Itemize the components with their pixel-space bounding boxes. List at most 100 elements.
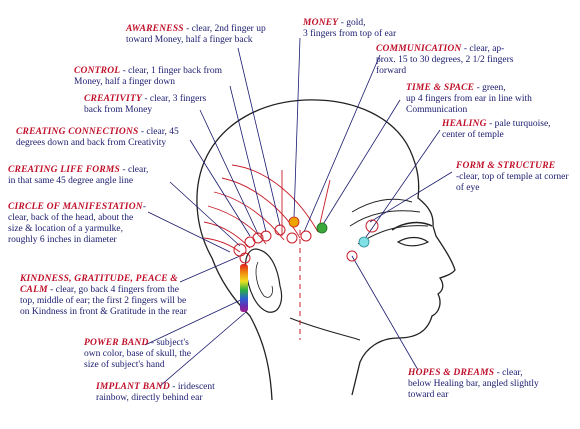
point-hopes-dreams — [346, 250, 358, 262]
ear-outline — [245, 248, 283, 313]
label-circle-manifestation-desc1: - — [142, 202, 147, 212]
label-awareness-name: AWARENESS — [126, 24, 184, 34]
leader-creating-connections — [189, 139, 251, 237]
time-space-dot — [316, 222, 328, 234]
point-awareness — [274, 224, 286, 236]
label-creativity: CREATIVITY - clear, 3 fingers back from … — [84, 94, 206, 116]
label-kindness-name: KINDNESS, GRATITUDE, PEACE & — [20, 274, 178, 284]
label-power-band-name: POWER BAND — [84, 338, 149, 348]
point-ear-top — [286, 232, 298, 244]
label-creating-life-forms-name: CREATING LIFE FORMS — [8, 165, 121, 175]
label-time-space-desc3: Communication — [406, 105, 468, 115]
leader-hopes-dreams — [351, 255, 419, 371]
label-healing-name: Healing — [442, 119, 487, 129]
label-creativity-name: CREATIVITY — [84, 94, 142, 104]
label-circle-manifestation-desc3: size & location of a yarmulke, — [8, 224, 124, 234]
label-kindness-name2: CALM — [20, 285, 48, 295]
label-communication: COMMUNICATION - clear, ap- prox. 15 to 3… — [376, 44, 513, 77]
eyebrow — [391, 221, 433, 231]
label-implant-band-desc1: - iridescent — [169, 382, 215, 392]
label-awareness-desc1: - clear, 2nd finger up — [183, 24, 266, 34]
money-dot — [288, 216, 300, 228]
point-kindness — [239, 252, 251, 264]
point-communication — [300, 230, 312, 242]
label-form-structure: FORM & STRUCTURE -clear, top of temple a… — [456, 161, 569, 194]
label-form-structure-desc2: -clear, top of temple at corner — [456, 172, 569, 182]
label-circle-manifestation-desc4: roughly 6 inches in diameter — [8, 235, 117, 245]
ear-inner — [255, 261, 273, 298]
label-healing-desc1: - pale turquoise, — [486, 119, 551, 129]
label-creating-life-forms-desc2: in that same 45 degree angle line — [8, 176, 134, 186]
label-creating-connections: CREATING CONNECTIONS - clear, 45 degrees… — [16, 127, 179, 149]
label-control-name: CONTROL — [74, 66, 121, 76]
label-creating-connections-name: CREATING CONNECTIONS — [16, 127, 139, 137]
label-circle-manifestation-name: CIRCLE OF MANIFESTATION — [8, 202, 143, 212]
red-arc-6 — [203, 237, 241, 253]
label-communication-desc1: - clear, ap- — [461, 44, 505, 54]
label-kindness-desc2: top, middle of ear; the first 2 fingers … — [20, 296, 187, 306]
label-healing: Healing - pale turquoise, center of temp… — [442, 119, 551, 141]
label-time-space-desc2: up 4 fingers from ear in line with — [406, 94, 532, 104]
label-implant-band: IMPLANT BAND - iridescent rainbow, direc… — [96, 382, 215, 404]
label-implant-band-name: IMPLANT BAND — [96, 382, 170, 392]
label-circle-manifestation: CIRCLE OF MANIFESTATION- clear, back of … — [8, 202, 146, 246]
red-arc-2 — [221, 177, 301, 239]
label-hopes-dreams-desc3: toward ear — [408, 390, 449, 400]
label-money-name: MONEY — [303, 18, 339, 28]
leader-form-structure — [369, 171, 453, 223]
label-creativity-desc2: back from Money — [84, 105, 153, 115]
label-creating-connections-desc1: - clear, 45 — [138, 127, 179, 137]
red-guide-lines — [203, 164, 331, 253]
label-power-band: POWER BAND - subject's own color, base o… — [84, 338, 191, 371]
label-form-structure-desc3: of eye — [456, 183, 480, 193]
label-time-space-desc1: - green, — [474, 83, 506, 93]
label-control-desc1: - clear, 1 finger back from — [120, 66, 222, 76]
label-power-band-desc3: size of subject's hand — [84, 360, 165, 370]
leader-implant-band — [159, 311, 247, 387]
leader-power-band — [144, 297, 246, 346]
label-kindness-desc1: - clear, go back 4 fingers from the — [47, 285, 179, 295]
label-control-desc2: Money, half a finger down — [74, 77, 175, 87]
leader-time-space — [321, 99, 401, 227]
leader-circle — [147, 211, 231, 253]
label-money-desc1: - gold, — [338, 18, 366, 28]
label-communication-desc3: forward — [376, 66, 407, 76]
leader-creating-life-forms — [169, 181, 241, 247]
label-creating-life-forms: CREATING LIFE FORMS - clear, in that sam… — [8, 165, 148, 187]
label-money: MONEY - gold, 3 fingers from top of ear — [303, 18, 396, 40]
label-form-structure-name: FORM & STRUCTURE — [456, 161, 556, 171]
leader-creativity — [199, 109, 259, 235]
label-money-desc2: 3 fingers from top of ear — [303, 29, 397, 39]
healing-dot — [358, 236, 370, 248]
label-power-band-desc1: - subject's — [148, 338, 189, 348]
label-hopes-dreams-desc1: - clear, — [494, 368, 523, 378]
leader-lines — [144, 37, 453, 387]
label-hopes-dreams-desc2: below Healing bar, angled slightly — [408, 379, 539, 389]
jaw-line — [289, 317, 361, 341]
eye-outline — [396, 236, 430, 247]
label-hopes-dreams: HOPES & DREAMS - clear, below Healing ba… — [408, 368, 539, 401]
point-control — [260, 230, 272, 242]
label-creating-life-forms-desc1: - clear, — [120, 165, 149, 175]
label-implant-band-desc2: rainbow, directly behind ear — [96, 393, 203, 403]
point-form-structure — [365, 219, 379, 233]
label-kindness-desc3: on Kindness in front & Gratitude in the … — [20, 307, 187, 317]
red-arc-1 — [231, 164, 319, 233]
head-outline — [196, 99, 456, 396]
label-creating-connections-desc2: degrees down and back from Creativity — [16, 138, 167, 148]
point-creating-connections — [244, 236, 256, 248]
leader-communication — [303, 54, 381, 233]
implant-band-rainbow — [240, 264, 248, 312]
clear-points — [233, 219, 379, 264]
label-awareness-desc2: toward Money, half a finger back — [126, 35, 253, 45]
leader-awareness — [237, 47, 281, 227]
red-arc-5 — [203, 221, 251, 249]
label-circle-manifestation-desc2: clear, back of the head, about the — [8, 213, 134, 223]
label-power-band-desc2: own color, base of skull, the — [84, 349, 192, 359]
label-time-space-name: TIME & SPACE — [406, 83, 475, 93]
label-time-space: TIME & SPACE - green, up 4 fingers from … — [406, 83, 532, 116]
label-communication-desc2: prox. 15 to 30 degrees, 2 1/2 fingers — [376, 55, 514, 65]
label-creativity-desc1: - clear, 3 fingers — [141, 94, 207, 104]
